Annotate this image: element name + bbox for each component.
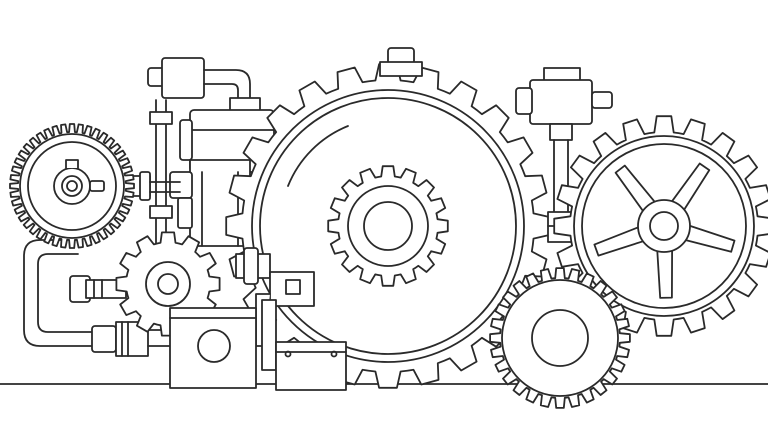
left-pipe-system bbox=[23, 239, 173, 357]
right-spoked-gear bbox=[553, 115, 768, 337]
lower-right-gear bbox=[489, 267, 631, 409]
bottom-box-right bbox=[275, 341, 347, 391]
bottom-box-left bbox=[169, 299, 277, 389]
top-hub bbox=[379, 47, 423, 77]
left-wheel-gear bbox=[9, 123, 135, 249]
